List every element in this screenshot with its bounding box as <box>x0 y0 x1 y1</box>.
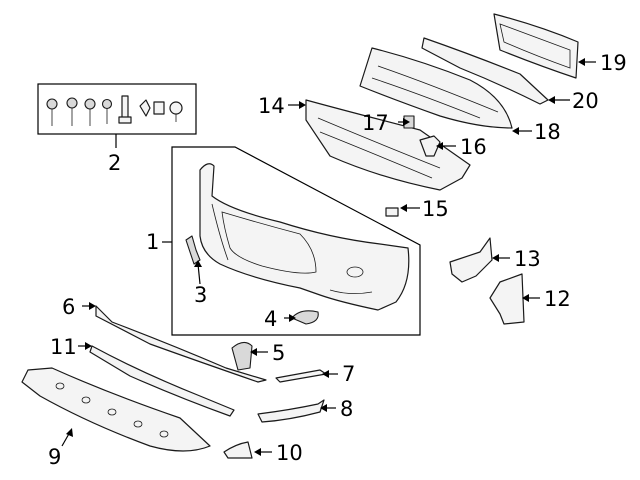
trim-strip-6 <box>95 305 267 383</box>
callout-8: 8 <box>340 397 353 421</box>
callout-5: 5 <box>272 341 285 365</box>
part-15 <box>385 207 399 217</box>
callout-9: 9 <box>48 445 61 469</box>
leader-lines <box>61 58 596 456</box>
trim-part-8 <box>257 399 325 423</box>
callout-7: 7 <box>342 362 355 386</box>
callout-4: 4 <box>264 307 277 331</box>
callout-12: 12 <box>544 287 571 311</box>
sensor-part-4 <box>291 310 319 325</box>
callout-3: 3 <box>194 283 207 307</box>
hardware-kit <box>37 83 197 148</box>
callout-13: 13 <box>514 247 541 271</box>
trim-part-7 <box>275 369 327 383</box>
callout-2: 2 <box>108 151 121 175</box>
skid-plate-holes <box>55 382 169 438</box>
reinforcement-bar <box>421 37 549 105</box>
trim-part-10 <box>223 441 253 459</box>
callout-11: 11 <box>50 335 77 359</box>
callout-15: 15 <box>422 197 449 221</box>
callout-1: 1 <box>146 230 159 254</box>
side-bracket-left <box>449 237 493 283</box>
grille-insert <box>493 13 579 79</box>
hardware-kit-box <box>37 83 197 135</box>
bumper-cover-box <box>171 146 421 336</box>
callout-10: 10 <box>276 441 303 465</box>
callout-16: 16 <box>460 135 487 159</box>
skid-plate-9 <box>21 367 211 452</box>
callout-14: 14 <box>258 94 285 118</box>
hardware-screws <box>46 95 183 126</box>
bracket-part-16 <box>419 135 441 157</box>
part-5-mount <box>231 341 253 371</box>
bumper-cover-assembly <box>162 146 421 336</box>
energy-absorber <box>359 47 513 129</box>
callout-17: 17 <box>362 111 389 135</box>
callout-6: 6 <box>62 295 75 319</box>
grille-frame <box>305 99 471 191</box>
callout-18: 18 <box>534 120 561 144</box>
trim-strip-11 <box>89 345 235 417</box>
bumper-cover <box>199 163 410 311</box>
callout-20: 20 <box>572 89 599 113</box>
callout-19: 19 <box>600 51 627 75</box>
callout-labels: 1 2 3 4 5 6 7 8 9 10 11 12 13 14 15 16 1… <box>48 51 627 469</box>
bracket-part-3 <box>185 235 201 265</box>
side-bracket-right <box>489 273 525 325</box>
